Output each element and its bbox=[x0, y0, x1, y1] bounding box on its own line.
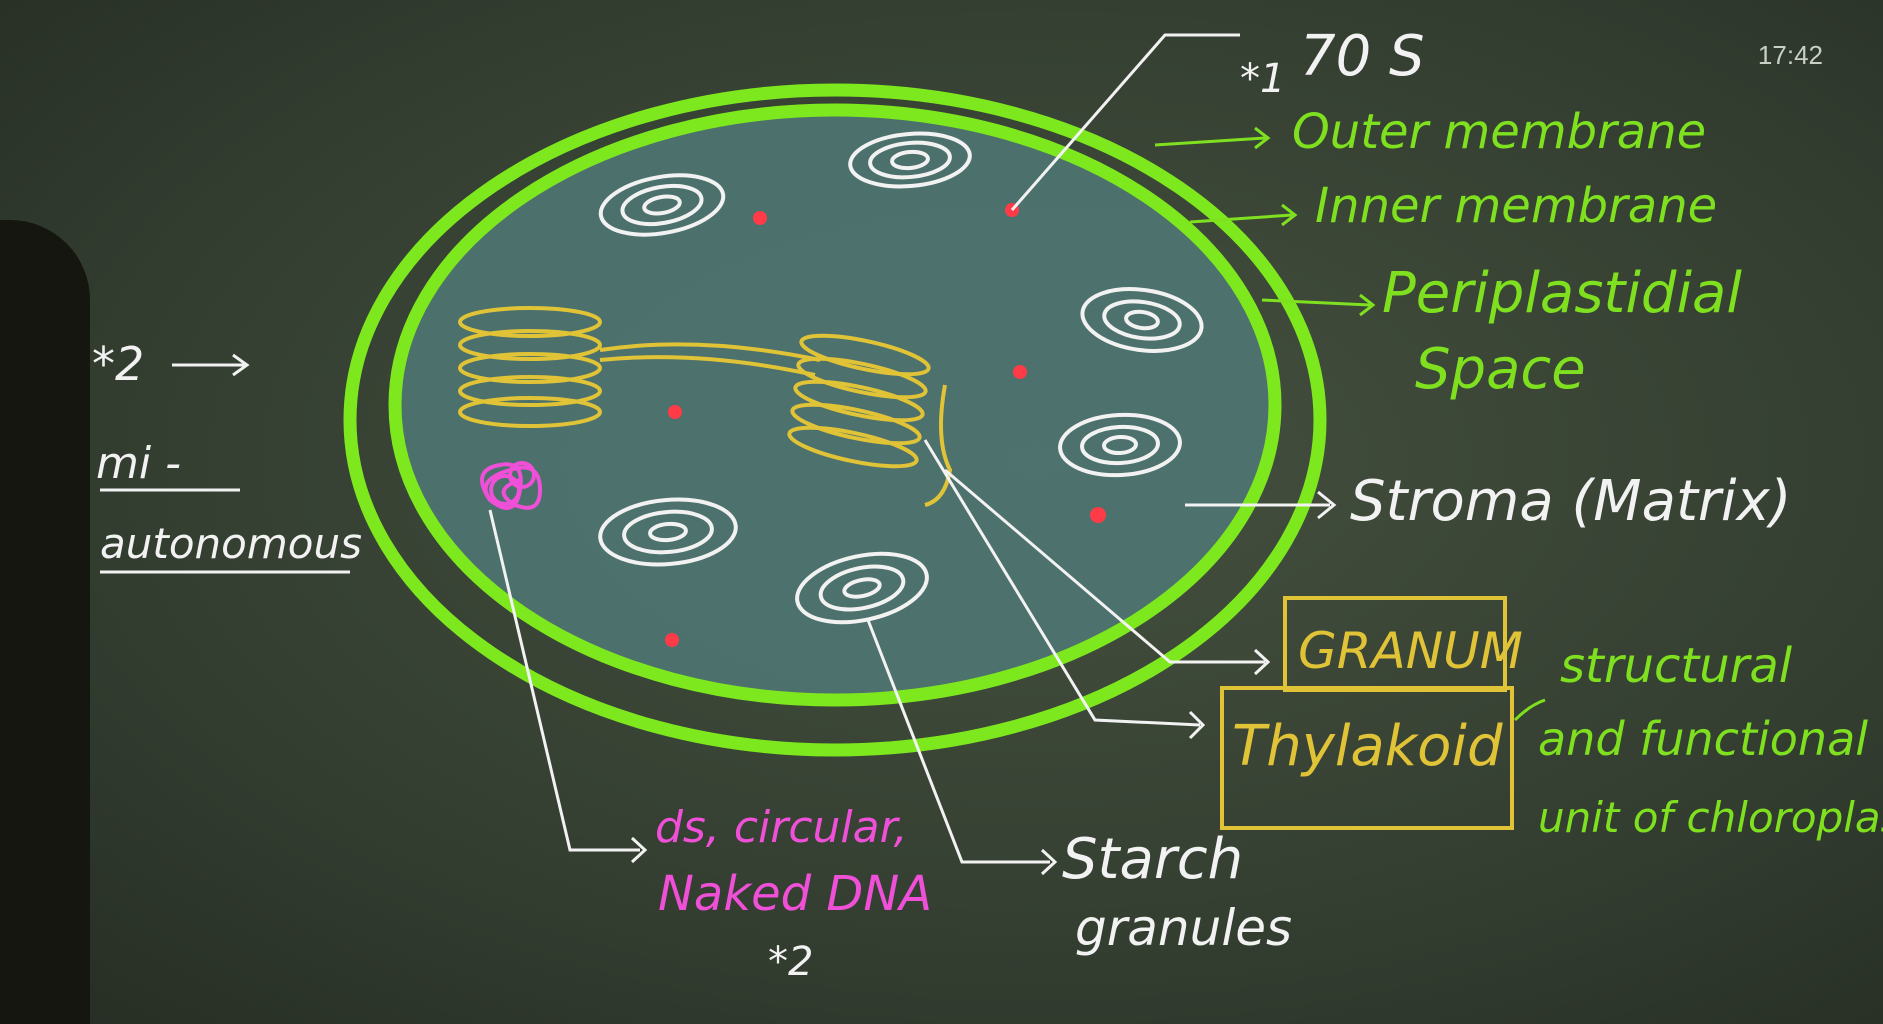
membrane-arrows bbox=[1154, 126, 1376, 317]
outer-membrane-arrow bbox=[1154, 136, 1266, 147]
ribosome-dot bbox=[668, 405, 682, 419]
starch-granule bbox=[598, 173, 726, 237]
dna-label-line2: Naked DNA bbox=[658, 866, 932, 922]
starch-granule bbox=[848, 131, 972, 189]
outer-membrane bbox=[343, 83, 1327, 757]
left-label-line1: mi - bbox=[96, 438, 181, 489]
thylakoid-label: Thylakoid bbox=[1232, 714, 1503, 779]
starch-pointer-arrow bbox=[1040, 848, 1058, 876]
unit-bracket bbox=[1513, 698, 1546, 722]
starch-granule bbox=[1058, 412, 1182, 478]
starch-granule bbox=[598, 497, 738, 567]
granum-pointer-arrow bbox=[1253, 648, 1271, 676]
periplastidial-label-line2: Space bbox=[1415, 337, 1586, 402]
ribosome-dot bbox=[1090, 507, 1106, 523]
dna-pointer-arrow bbox=[630, 836, 648, 864]
ribosome-label: 70 S bbox=[1300, 24, 1425, 89]
stroma-lamella bbox=[599, 342, 821, 377]
unit-label-line2: and functional bbox=[1538, 712, 1868, 766]
left-arrow bbox=[172, 353, 250, 377]
granum-label: GRANUM bbox=[1298, 622, 1523, 680]
ribosome-dot bbox=[665, 633, 679, 647]
inner-membrane-label: Inner membrane bbox=[1315, 178, 1717, 234]
starch-pointer bbox=[866, 619, 1050, 864]
periplastidial-arrow bbox=[1261, 298, 1371, 307]
starch-granule bbox=[1080, 287, 1204, 353]
thylakoid-box bbox=[1220, 686, 1514, 830]
pointer-lines bbox=[488, 33, 1337, 876]
periplastidial-label-line1: Periplastidial bbox=[1382, 261, 1742, 326]
left-mark: *2 bbox=[92, 337, 144, 391]
granum-stack-left bbox=[458, 306, 602, 428]
ribosome-pointer bbox=[1010, 33, 1240, 211]
dna-label-line1: ds, circular, bbox=[655, 802, 908, 853]
thylakoid-pointer bbox=[923, 439, 1201, 727]
ribosome-mark: *1 bbox=[1240, 56, 1285, 102]
stroma-pointer-arrow bbox=[1317, 490, 1337, 520]
dna-mark: *2 bbox=[768, 939, 813, 985]
inner-membrane-arrow bbox=[1189, 213, 1293, 224]
unit-label-line3: unit of chloroplast bbox=[1538, 793, 1883, 842]
ribosomes bbox=[665, 203, 1106, 647]
clock-readout: 17:42 bbox=[1757, 40, 1823, 70]
ribosome-dot bbox=[753, 211, 767, 225]
starch-label-line1: Starch bbox=[1062, 827, 1243, 892]
thylakoid-pointer-arrow bbox=[1188, 710, 1206, 740]
presenter-silhouette bbox=[0, 220, 90, 1024]
starch-granules bbox=[598, 131, 1204, 625]
dna-pointer bbox=[488, 509, 640, 852]
unit-label-line1: structural bbox=[1560, 638, 1793, 694]
dna-knot bbox=[480, 461, 543, 510]
starch-granule bbox=[795, 551, 929, 625]
outer-membrane-label: Outer membrane bbox=[1292, 104, 1706, 160]
inner-membrane bbox=[388, 103, 1282, 707]
starch-label-line2: granules bbox=[1075, 899, 1292, 957]
granum-pointer bbox=[944, 468, 1265, 664]
stroma-label: Stroma (Matrix) bbox=[1350, 469, 1791, 534]
granum-stack-right bbox=[787, 333, 953, 507]
left-underline bbox=[100, 488, 350, 574]
ribosome-dot bbox=[1013, 365, 1027, 379]
left-label-line2: autonomous bbox=[100, 519, 362, 568]
